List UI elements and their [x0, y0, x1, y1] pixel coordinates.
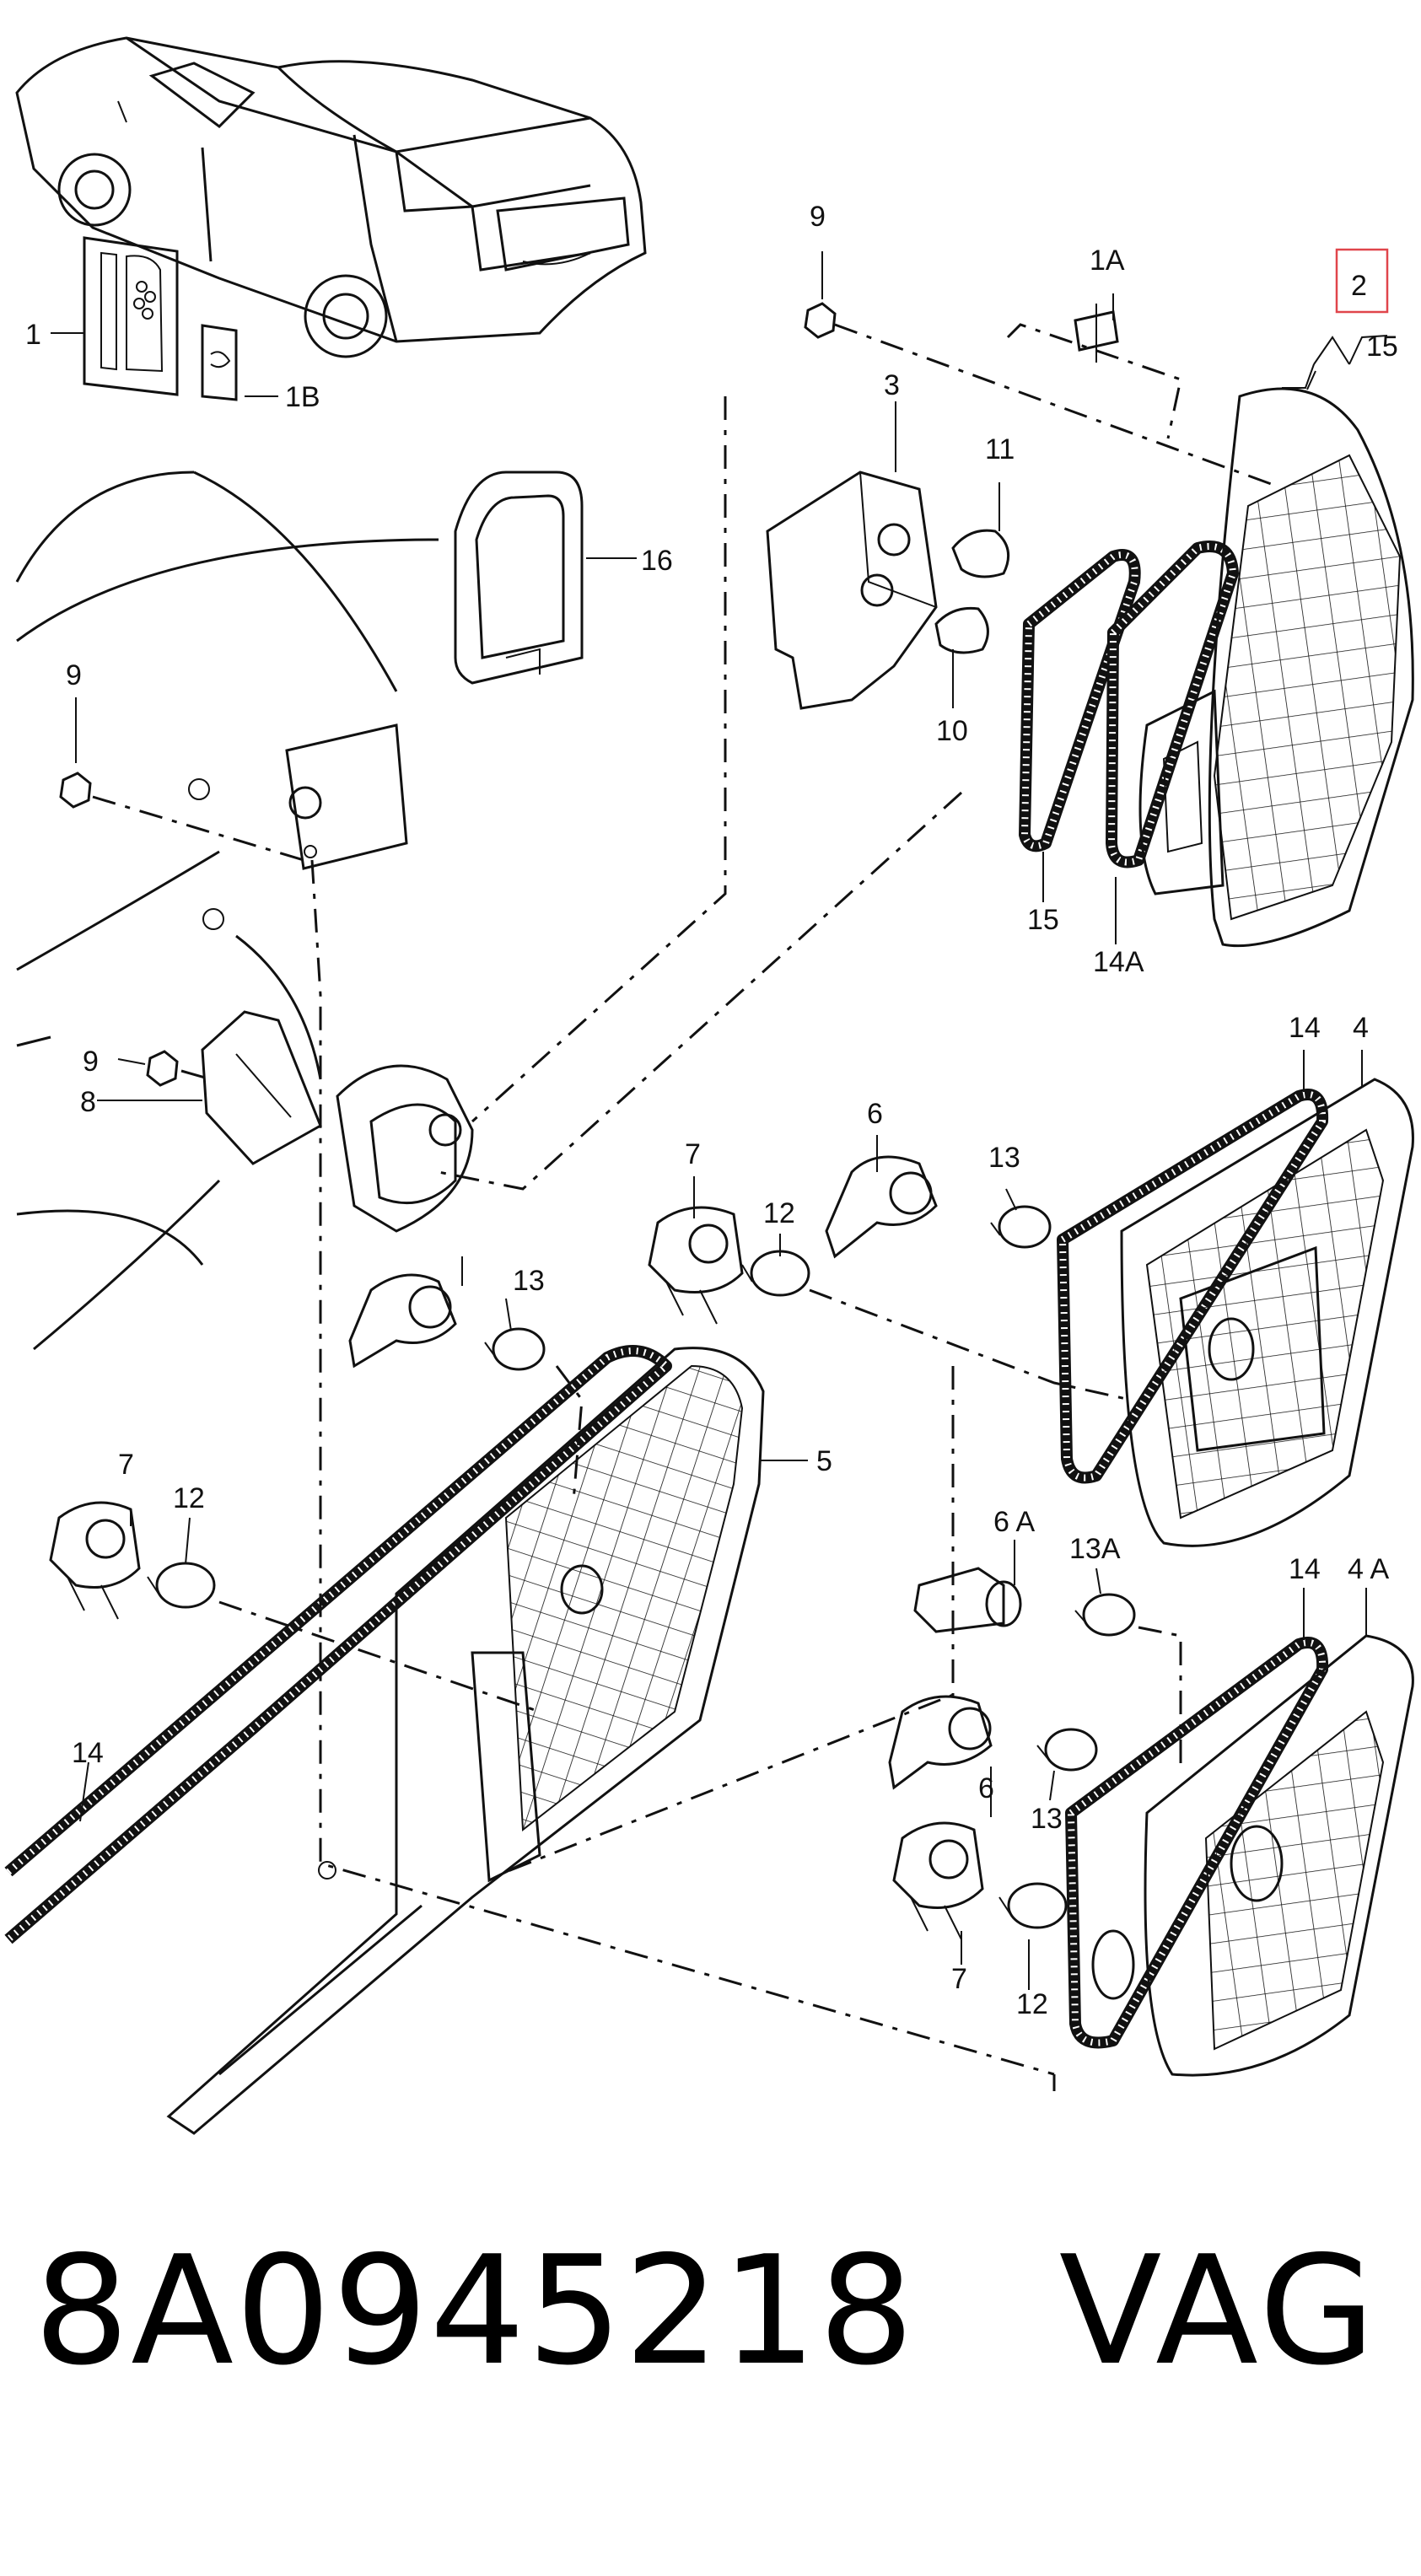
socket-6-top [825, 1155, 938, 1259]
decal-sheet [83, 236, 179, 396]
rear-panel-cutout [336, 1064, 474, 1233]
socket-6-bottom [888, 1695, 993, 1790]
callout-7-bottom: 7 [951, 1963, 967, 1995]
mounting-plate [285, 723, 408, 870]
callout-13-left: 13 [513, 1265, 545, 1297]
callout-6-bottom: 6 [978, 1772, 994, 1804]
rear-light-panel-5 [166, 1347, 765, 2135]
car-illustration [15, 36, 647, 358]
assembly-lines [92, 323, 1274, 2091]
callout-9-top: 9 [810, 201, 826, 233]
socket-6a [913, 1567, 1022, 1633]
callout-1: 1 [25, 319, 41, 351]
bulb-holder-3 [766, 471, 1010, 710]
callout-1b: 1B [285, 381, 320, 413]
tail-light-assembly-2 [1138, 387, 1414, 948]
brand-name: VAG [1058, 2223, 1379, 2398]
socket-7-left [49, 1501, 141, 1620]
callout-5: 5 [816, 1445, 832, 1477]
footer: 8A0945218 VAG [34, 2184, 1400, 2437]
tail-light-4a [1065, 1634, 1414, 2077]
callout-3: 3 [884, 369, 900, 401]
callout-15-mid: 15 [1027, 904, 1059, 936]
callout-10: 10 [936, 715, 968, 747]
callout-6a: 6 A [993, 1506, 1035, 1538]
callout-8: 8 [80, 1086, 96, 1118]
callout-1a: 1A [1090, 245, 1125, 277]
highlight-box [1335, 248, 1389, 314]
callout-4: 4 [1353, 1012, 1369, 1044]
nut-parts [59, 302, 837, 1087]
leader-lines [51, 251, 1388, 1990]
callout-12-top: 12 [763, 1197, 795, 1229]
callout-16: 16 [641, 545, 673, 577]
callout-13a: 13A [1069, 1533, 1121, 1565]
callout-11: 11 [985, 433, 1015, 465]
gasket-frame-16 [454, 471, 584, 685]
callout-15-top: 15 [1366, 331, 1398, 363]
callout-4a: 4 A [1348, 1553, 1389, 1585]
callout-14a: 14A [1093, 946, 1144, 978]
gasket-15 [1019, 549, 1141, 852]
callout-12-bottom: 12 [1016, 1988, 1048, 2020]
gasket-14-long [4, 1345, 672, 1944]
socket-7-top [648, 1206, 744, 1325]
callout-labels: 1 1B 9 1A 2 15 3 11 16 9 10 15 14A 14 4 … [25, 201, 1398, 2020]
bracket-part [201, 1010, 322, 1165]
callout-12-left: 12 [173, 1482, 205, 1514]
exploded-parts-diagram: 1 1B 9 1A 2 15 3 11 16 9 10 15 14A 14 4 … [4, 36, 1414, 2135]
callout-9-mid: 9 [83, 1046, 99, 1078]
callout-14-left: 14 [72, 1737, 104, 1769]
callout-7-top: 7 [685, 1138, 701, 1170]
callout-13-top: 13 [988, 1142, 1020, 1174]
callout-2: 2 [1351, 270, 1367, 302]
callout-9-left: 9 [66, 659, 82, 691]
gasket-14a [1106, 540, 1239, 869]
part-number: 8A0945218 [34, 2223, 916, 2398]
socket-7-bottom [892, 1821, 984, 1940]
callout-6-top: 6 [867, 1098, 883, 1130]
badge-decal [201, 324, 238, 401]
callout-7-left: 7 [118, 1449, 134, 1481]
socket-6-left [348, 1273, 457, 1369]
callout-14-top: 14 [1289, 1012, 1321, 1044]
callout-14-right: 14 [1289, 1553, 1321, 1585]
callout-13-bottom: 13 [1031, 1803, 1063, 1835]
body-panel-lines [15, 471, 439, 1880]
tail-light-4 [1057, 1078, 1414, 1547]
